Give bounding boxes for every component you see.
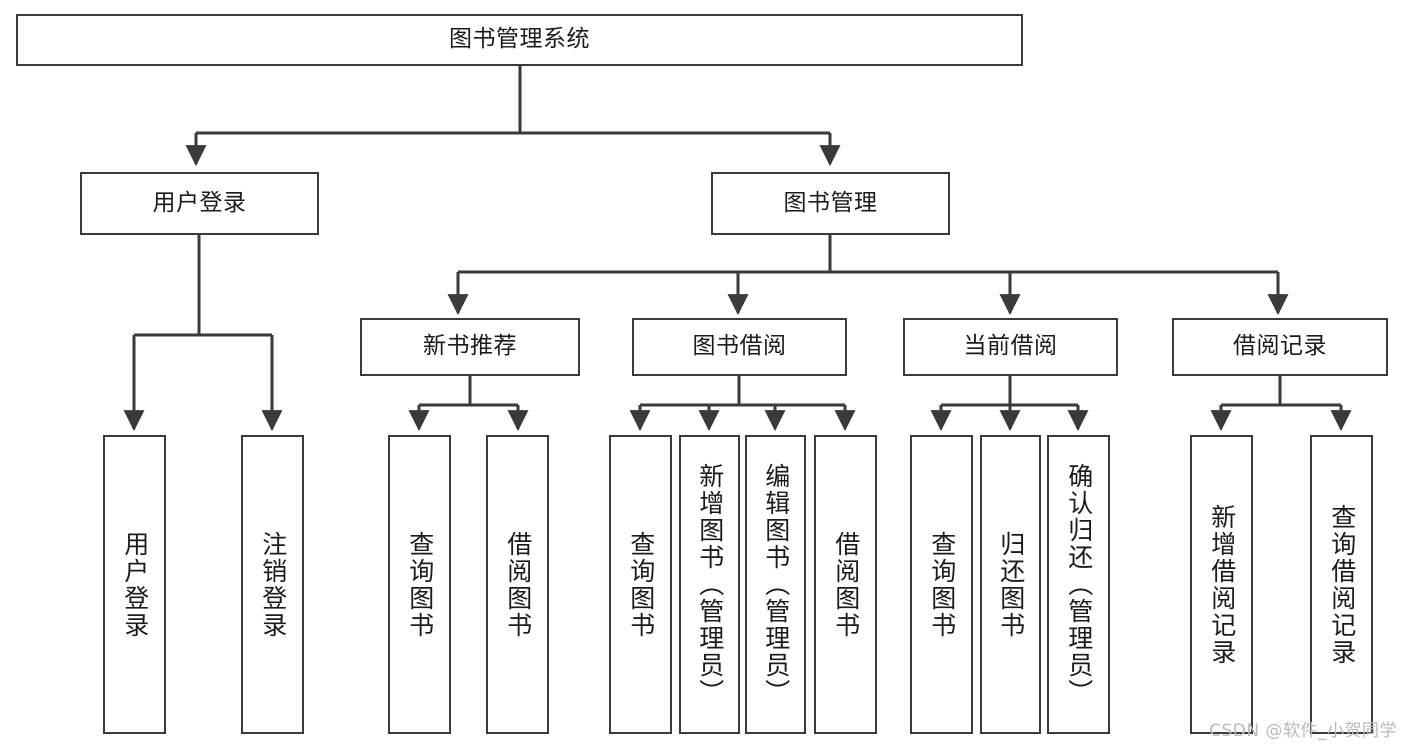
- leaf-borrow-book[interactable]: 借阅图书: [814, 435, 877, 734]
- leaf-user-login[interactable]: 用户登录: [103, 435, 166, 734]
- node-label: 借阅记录: [1233, 333, 1327, 360]
- node-label: 编辑图书（管理员）: [761, 463, 791, 706]
- leaf-add-book-admin[interactable]: 新增图书（管理员）: [679, 435, 740, 734]
- node-label: 借阅图书: [503, 530, 533, 639]
- leaf-query-book-recommend[interactable]: 查询图书: [388, 435, 451, 734]
- leaf-confirm-return-admin[interactable]: 确认归还（管理员）: [1047, 435, 1110, 734]
- node-label: 用户登录: [152, 189, 247, 216]
- node-label: 当前借阅: [963, 333, 1058, 360]
- node-label: 确认归还（管理员）: [1064, 463, 1094, 706]
- node-label: 注销登录: [258, 530, 288, 639]
- node-label: 查询图书: [405, 530, 435, 639]
- node-borrow-record[interactable]: 借阅记录: [1172, 318, 1388, 376]
- node-label: 归还图书: [996, 530, 1026, 639]
- node-new-book-recommend[interactable]: 新书推荐: [360, 318, 580, 376]
- leaf-add-borrow-record[interactable]: 新增借阅记录: [1190, 435, 1253, 734]
- node-label: 查询图书: [927, 530, 957, 639]
- leaf-query-borrow-record[interactable]: 查询借阅记录: [1310, 435, 1373, 734]
- node-label: 图书管理系统: [449, 26, 590, 53]
- leaf-borrow-book-recommend[interactable]: 借阅图书: [486, 435, 549, 734]
- leaf-query-book-current[interactable]: 查询图书: [910, 435, 973, 734]
- leaf-return-book[interactable]: 归还图书: [980, 435, 1041, 734]
- node-label: 图书借阅: [692, 333, 787, 360]
- node-label: 新书推荐: [423, 333, 517, 360]
- csdn-watermark: CSDN @软件_小贺同学: [1209, 721, 1397, 741]
- leaf-logout[interactable]: 注销登录: [241, 435, 304, 734]
- node-current-borrow[interactable]: 当前借阅: [903, 318, 1118, 376]
- leaf-edit-book-admin[interactable]: 编辑图书（管理员）: [745, 435, 806, 734]
- node-label: 查询借阅记录: [1327, 503, 1357, 666]
- node-label: 图书管理: [783, 189, 878, 216]
- node-root-system[interactable]: 图书管理系统: [16, 14, 1023, 66]
- node-label: 借阅图书: [831, 530, 861, 639]
- node-label: 新增借阅记录: [1207, 503, 1237, 666]
- node-label: 新增图书（管理员）: [695, 463, 725, 706]
- node-label: 查询图书: [626, 530, 656, 639]
- leaf-query-book-borrow[interactable]: 查询图书: [609, 435, 672, 734]
- node-book-management[interactable]: 图书管理: [711, 172, 950, 235]
- node-book-borrow[interactable]: 图书借阅: [632, 318, 847, 376]
- node-label: 用户登录: [120, 530, 150, 639]
- node-user-login[interactable]: 用户登录: [80, 172, 319, 235]
